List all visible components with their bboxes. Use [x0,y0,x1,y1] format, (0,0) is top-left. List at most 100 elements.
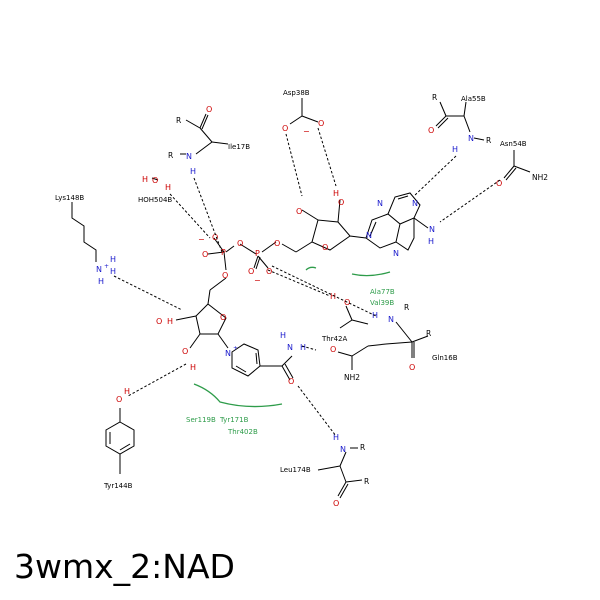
atom-o: O [220,313,226,322]
atom-h: H [333,189,339,198]
atom-r: R [426,329,431,338]
atom-nh2: NH2 [532,173,548,182]
atom-plus: + [233,345,238,352]
hydrophobic-label: Tyr171B [219,416,249,424]
atom-o: O [202,250,208,259]
atom-n: N [388,315,394,324]
atom-n: N [340,445,346,454]
hydrophobic-label: Val39B [370,299,394,307]
atom-o: O [116,395,122,404]
atom-h: H [142,175,148,184]
residue-thr42a: H O Thr42A [321,292,369,343]
residue-ile17b: R O Ile17B N R H [168,105,250,176]
atom-o: O [330,345,336,354]
atom-r: R [168,151,173,160]
residue-label: Thr42A [321,335,347,343]
atom-h: H [190,363,196,372]
atom-h: H [280,331,286,340]
atom-n: N [412,199,418,208]
atom-o: O [409,363,415,372]
hydrophobic-label: Ala77B [370,288,395,296]
atom-n: N [393,249,399,258]
residue-label: Lys148B [55,194,84,202]
atom-o: O [318,119,324,128]
atom-o: O [156,317,162,326]
atom-n: N [366,231,372,240]
residue-ala55b: Ala55B R O N H R [428,93,491,154]
residue-leu174b: H N R Leu174B R O [280,433,369,508]
residue-label: Leu174B [280,466,311,474]
atom-h: H [124,387,130,396]
hydrophobic-label: Thr402B [227,428,258,436]
atom-o: O [296,207,302,216]
atom-n: N [186,152,192,161]
atom-o: O [248,267,254,276]
atom-o: O [496,179,502,188]
atom-n: N [225,349,231,358]
atom-nh2: NH2 [344,373,360,382]
residue-asp38b: Asp38B O O − [282,89,324,136]
residue-label: Gln16B [432,354,458,362]
atom-minus: − [254,276,261,285]
atom-o: O [237,239,243,248]
atom-p: P [221,248,226,257]
nad-atom-labels: N N N N N H O O O H O P O P O − O O O O … [156,189,435,386]
atom-h: H [190,167,196,176]
residue-label: Tyr144B [103,482,133,490]
diagram-title: 3wmx_2:NAD [14,547,235,586]
nad-ligand [175,192,429,381]
atom-n: N [287,343,293,352]
atom-h: H [110,255,116,264]
atom-o: O [282,124,288,133]
atom-minus: − [303,127,310,136]
atom-n: N [468,134,474,143]
atom-plus: + [104,263,109,270]
residue-label: Ile17B [228,143,250,151]
atom-o: O [152,176,158,185]
hydrogen-bonds [113,127,501,437]
residue-label: Ala55B [461,95,486,103]
atom-r: R [360,443,365,452]
atom-o: O [222,271,228,280]
atom-o: O [288,377,294,386]
atom-o: O [274,239,280,248]
residue-gln16b: N R H R O Gln16B O NH2 [330,303,458,382]
residue-label: Asp38B [283,89,310,97]
atom-h: H [165,183,171,192]
residue-asn54b: Asn54B O NH2 [496,140,548,188]
atom-r: R [404,303,409,312]
atom-r: R [364,477,369,486]
hydrophobic-label: Ser119B [186,416,216,424]
atom-o: O [344,298,350,307]
residue-label: HOH504B [138,196,172,204]
atom-o: O [206,105,212,114]
atom-h: H [167,317,173,326]
atom-r: R [432,93,437,102]
atom-h: H [110,267,116,276]
atom-r: R [486,136,491,145]
atom-o: O [182,347,188,356]
atom-h: H [428,237,434,246]
atom-n: N [96,265,102,274]
atom-o: O [266,267,272,276]
residue-lys148b: Lys148B N + H H H [55,194,116,286]
atom-o: O [428,126,434,135]
atom-o: O [212,233,218,242]
atom-minus: − [198,235,205,244]
atom-o: O [322,243,328,252]
atom-h: H [330,292,336,301]
atom-h: H [333,433,339,442]
atom-h: H [452,145,458,154]
hydrophobic-contacts: Ala77B Val39B Ser119B Tyr171B Thr402B [186,266,395,436]
residue-label: Asn54B [500,140,527,148]
atom-h: H [98,277,104,286]
atom-o: O [333,499,339,508]
atom-h: H [300,343,306,352]
atom-p: P [255,249,260,258]
atom-n: N [377,199,383,208]
atom-r: R [176,116,181,125]
atom-n: N [429,225,435,234]
residue-hoh504b: H O H HOH504B [138,175,172,204]
atom-o: O [338,198,344,207]
